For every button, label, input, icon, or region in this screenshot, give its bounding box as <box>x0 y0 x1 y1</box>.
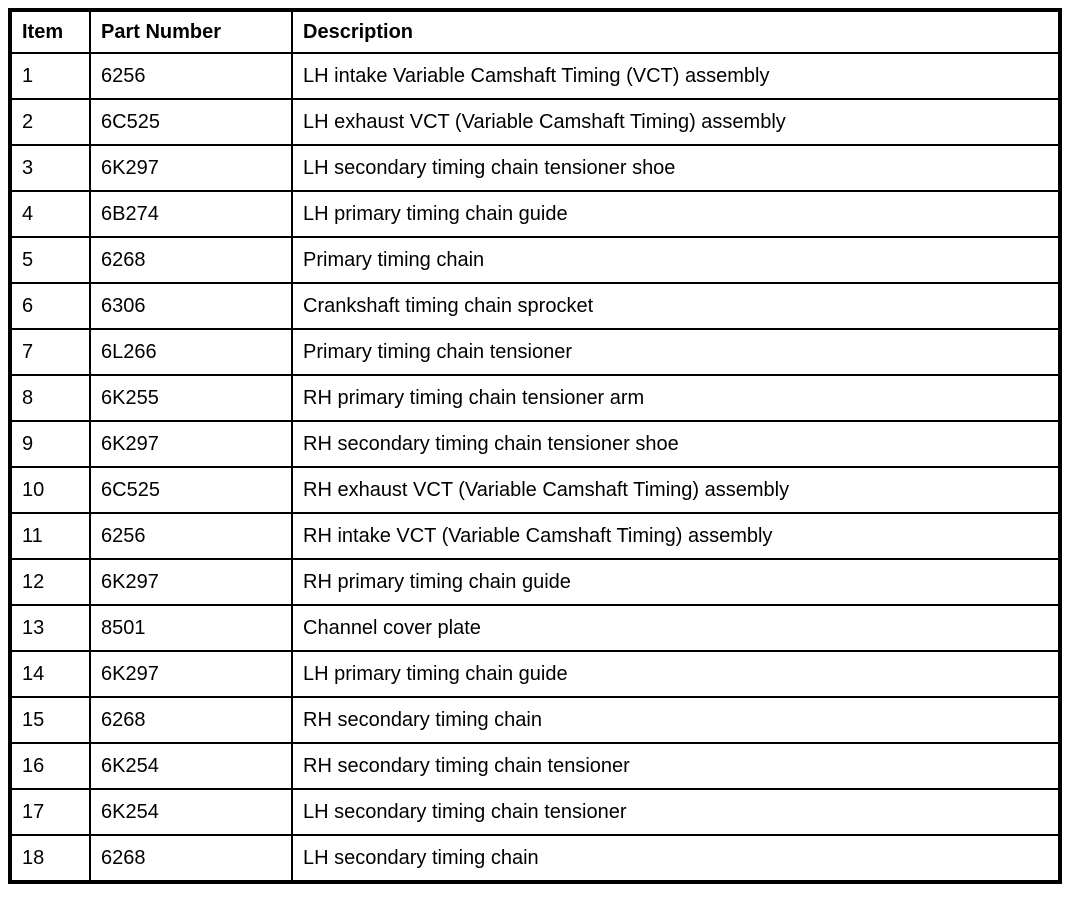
item-cell: 5 <box>9 236 91 284</box>
description-cell: LH exhaust VCT (Variable Camshaft Timing… <box>291 98 1061 146</box>
part-number-cell: 6K254 <box>89 742 293 790</box>
table-row: 10 6C525 RH exhaust VCT (Variable Camsha… <box>9 466 1061 514</box>
item-cell: 17 <box>9 788 91 836</box>
part-number-cell: 6K297 <box>89 144 293 192</box>
table-row: 8 6K255 RH primary timing chain tensione… <box>9 374 1061 422</box>
item-cell: 14 <box>9 650 91 698</box>
part-number-cell: 6268 <box>89 236 293 284</box>
parts-table: Item Part Number Description 1 6256 LH i… <box>8 8 1062 884</box>
column-header-item: Item <box>9 9 91 54</box>
part-number-cell: 6K297 <box>89 420 293 468</box>
part-number-cell: 6C525 <box>89 98 293 146</box>
description-cell: Channel cover plate <box>291 604 1061 652</box>
description-cell: LH secondary timing chain tensioner <box>291 788 1061 836</box>
table-row: 12 6K297 RH primary timing chain guide <box>9 558 1061 606</box>
part-number-cell: 6C525 <box>89 466 293 514</box>
part-number-cell: 6K255 <box>89 374 293 422</box>
item-cell: 13 <box>9 604 91 652</box>
part-number-cell: 6K297 <box>89 558 293 606</box>
description-cell: Primary timing chain tensioner <box>291 328 1061 376</box>
item-cell: 10 <box>9 466 91 514</box>
item-cell: 18 <box>9 834 91 883</box>
part-number-cell: 6B274 <box>89 190 293 238</box>
description-cell: LH primary timing chain guide <box>291 650 1061 698</box>
description-cell: LH secondary timing chain <box>291 834 1061 883</box>
part-number-cell: 6268 <box>89 834 293 883</box>
table-row: 5 6268 Primary timing chain <box>9 236 1061 284</box>
table-row: 7 6L266 Primary timing chain tensioner <box>9 328 1061 376</box>
column-header-description: Description <box>291 9 1061 54</box>
item-cell: 4 <box>9 190 91 238</box>
table-row: 11 6256 RH intake VCT (Variable Camshaft… <box>9 512 1061 560</box>
column-header-part-number: Part Number <box>89 9 293 54</box>
item-cell: 11 <box>9 512 91 560</box>
part-number-cell: 8501 <box>89 604 293 652</box>
description-cell: LH secondary timing chain tensioner shoe <box>291 144 1061 192</box>
description-cell: LH primary timing chain guide <box>291 190 1061 238</box>
description-cell: RH secondary timing chain tensioner <box>291 742 1061 790</box>
table-row: 18 6268 LH secondary timing chain <box>9 834 1061 883</box>
description-cell: Crankshaft timing chain sprocket <box>291 282 1061 330</box>
part-number-cell: 6K254 <box>89 788 293 836</box>
item-cell: 15 <box>9 696 91 744</box>
description-cell: LH intake Variable Camshaft Timing (VCT)… <box>291 52 1061 100</box>
description-cell: RH intake VCT (Variable Camshaft Timing)… <box>291 512 1061 560</box>
description-cell: RH primary timing chain guide <box>291 558 1061 606</box>
item-cell: 16 <box>9 742 91 790</box>
table-row: 14 6K297 LH primary timing chain guide <box>9 650 1061 698</box>
header-row: Item Part Number Description <box>9 9 1061 54</box>
part-number-cell: 6306 <box>89 282 293 330</box>
description-cell: RH exhaust VCT (Variable Camshaft Timing… <box>291 466 1061 514</box>
item-cell: 7 <box>9 328 91 376</box>
table-row: 17 6K254 LH secondary timing chain tensi… <box>9 788 1061 836</box>
item-cell: 12 <box>9 558 91 606</box>
table-row: 9 6K297 RH secondary timing chain tensio… <box>9 420 1061 468</box>
item-cell: 6 <box>9 282 91 330</box>
table-row: 6 6306 Crankshaft timing chain sprocket <box>9 282 1061 330</box>
description-cell: RH primary timing chain tensioner arm <box>291 374 1061 422</box>
table-row: 3 6K297 LH secondary timing chain tensio… <box>9 144 1061 192</box>
description-cell: Primary timing chain <box>291 236 1061 284</box>
part-number-cell: 6268 <box>89 696 293 744</box>
table-row: 2 6C525 LH exhaust VCT (Variable Camshaf… <box>9 98 1061 146</box>
table-row: 4 6B274 LH primary timing chain guide <box>9 190 1061 238</box>
part-number-cell: 6L266 <box>89 328 293 376</box>
table-row: 15 6268 RH secondary timing chain <box>9 696 1061 744</box>
table-row: 16 6K254 RH secondary timing chain tensi… <box>9 742 1061 790</box>
item-cell: 9 <box>9 420 91 468</box>
part-number-cell: 6256 <box>89 52 293 100</box>
item-cell: 1 <box>9 52 91 100</box>
item-cell: 3 <box>9 144 91 192</box>
part-number-cell: 6256 <box>89 512 293 560</box>
description-cell: RH secondary timing chain <box>291 696 1061 744</box>
parts-table-header: Item Part Number Description <box>9 9 1061 54</box>
parts-table-body: 1 6256 LH intake Variable Camshaft Timin… <box>9 52 1061 883</box>
item-cell: 2 <box>9 98 91 146</box>
table-row: 13 8501 Channel cover plate <box>9 604 1061 652</box>
table-row: 1 6256 LH intake Variable Camshaft Timin… <box>9 52 1061 100</box>
description-cell: RH secondary timing chain tensioner shoe <box>291 420 1061 468</box>
part-number-cell: 6K297 <box>89 650 293 698</box>
item-cell: 8 <box>9 374 91 422</box>
